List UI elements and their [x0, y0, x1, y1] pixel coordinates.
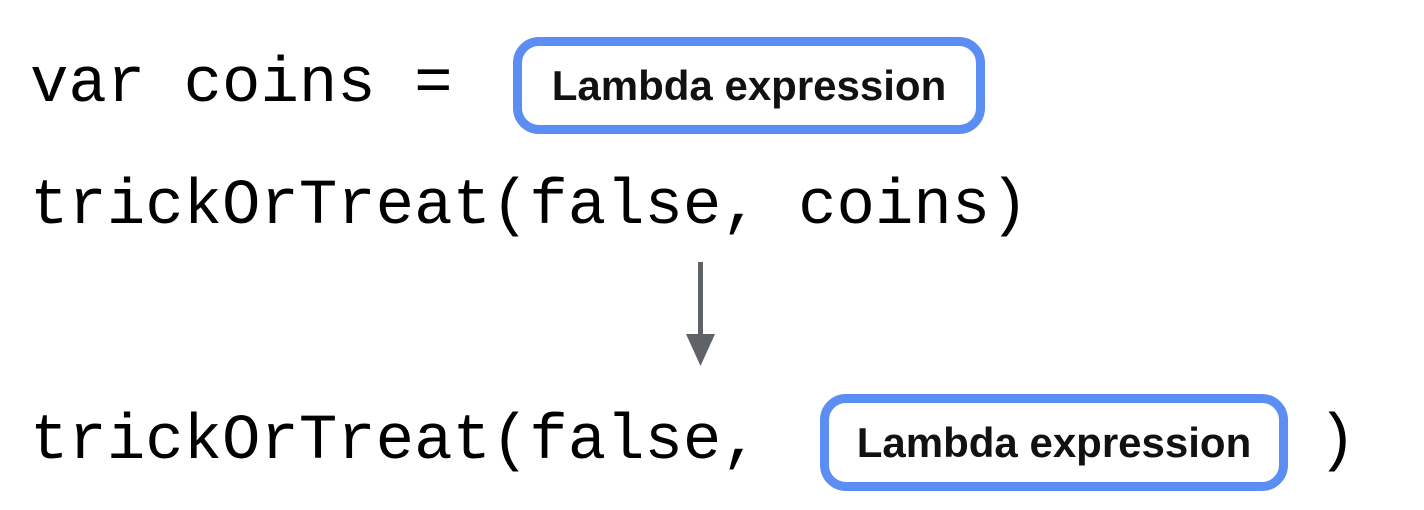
code-line-trickortreat-coins: trickOrTreat(false, coins)	[30, 171, 1029, 243]
lambda-expression-label-2: Lambda expression	[856, 418, 1252, 466]
down-arrow-icon	[686, 262, 715, 366]
lambda-expression-box-2: Lambda expression	[820, 394, 1288, 491]
lambda-expression-label-1: Lambda expression	[551, 61, 947, 109]
code-line-trickortreat-before-box: trickOrTreat(false,	[30, 406, 760, 478]
code-line-var-declaration: var coins =	[30, 49, 453, 121]
code-line-closing-paren: )	[1318, 406, 1357, 478]
lambda-expression-box-1: Lambda expression	[513, 37, 985, 134]
